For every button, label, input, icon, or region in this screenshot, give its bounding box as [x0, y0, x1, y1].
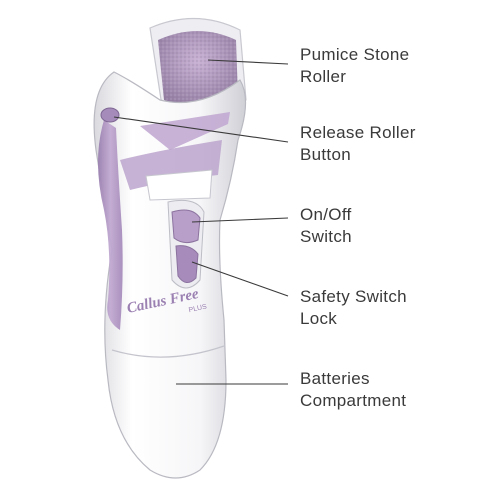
- line-pumice: [207, 59, 289, 65]
- pumice-roller: [158, 31, 238, 106]
- safety-lock: [175, 245, 199, 283]
- body-window: [145, 169, 213, 201]
- on-off-switch: [171, 209, 201, 244]
- neck-band: [140, 112, 230, 150]
- label-pumice-stone-roller: Pumice Stone Roller: [300, 45, 410, 86]
- release-button: [100, 107, 120, 123]
- label-on-off-switch: On/Off Switch: [300, 205, 352, 246]
- callout-lines: [113, 59, 289, 385]
- line-safety: [191, 261, 289, 297]
- label-release-roller-button: Release Roller Button: [300, 123, 416, 164]
- label-safety-switch-lock: Safety Switch Lock: [300, 287, 407, 328]
- line-onoff: [191, 217, 289, 223]
- logo-sub: PLUS: [188, 303, 208, 314]
- battery-seam: [111, 345, 225, 358]
- label-batteries-compartment: Batteries Compartment: [300, 369, 407, 410]
- side-grip: [98, 120, 123, 330]
- line-release: [113, 116, 289, 143]
